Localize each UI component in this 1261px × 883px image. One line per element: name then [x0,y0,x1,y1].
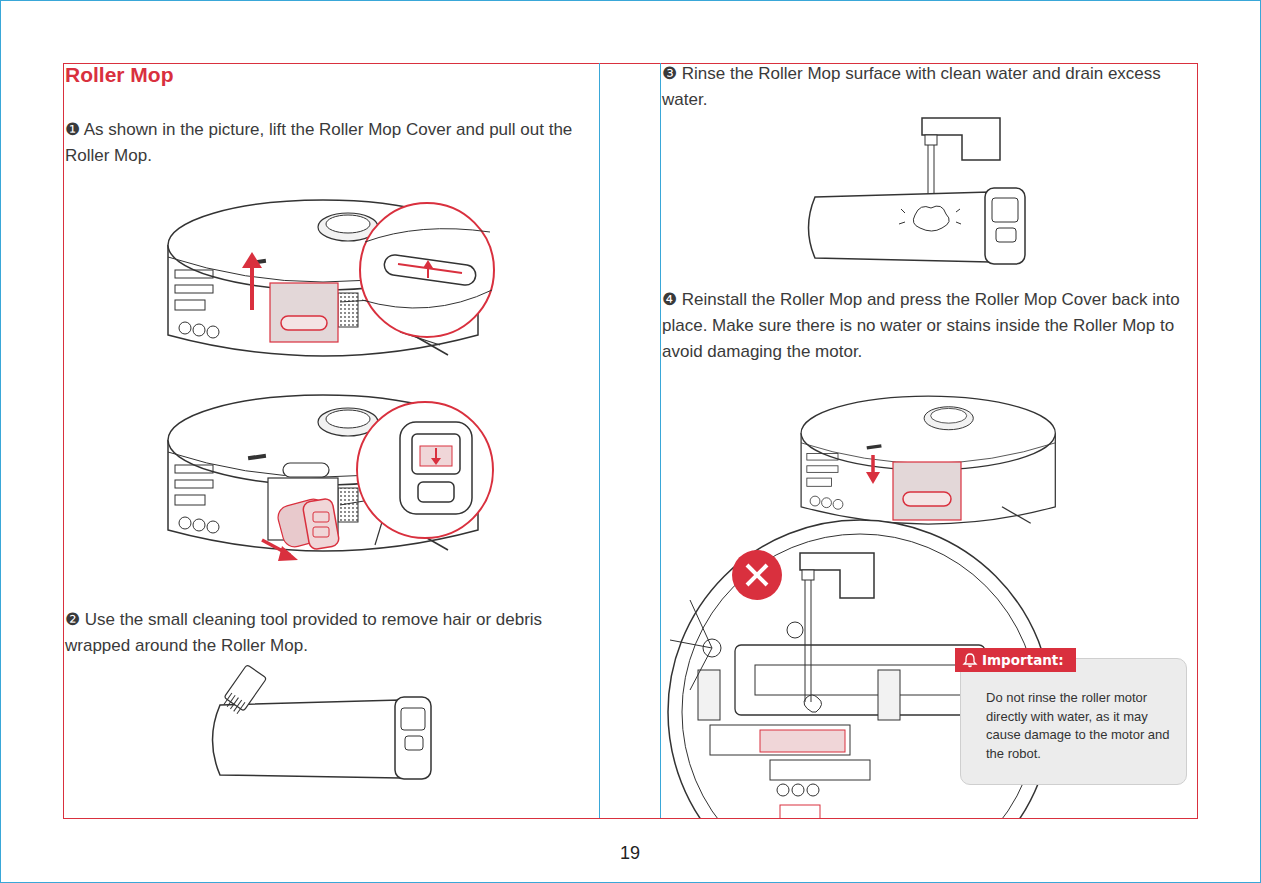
robot-reinstall [801,396,1055,524]
robot-reinstall [871,455,875,474]
prohibited-mark [747,565,767,585]
page-number: 19 [570,840,690,866]
robot-pull-mop [418,482,454,502]
rinse-mop [996,228,1016,242]
robot-pull-mop [400,422,472,514]
robot-underside [770,760,870,780]
important-box: Important:Do not rinse the roller motor … [960,658,1187,785]
rinse-mop [809,118,1026,264]
robot-lift-cover [270,283,338,342]
robot-pull-mop [375,522,382,545]
robot-underside [670,600,712,690]
robot-lift-cover [362,290,492,308]
robot-underside [698,670,720,720]
rinse-mop [809,192,991,262]
robot-lift-cover [360,203,494,337]
roller-mop-brush [224,693,232,704]
robot-pull-mop [412,434,460,474]
page-title: Roller Mop [65,63,174,87]
robot-pull-mop [420,446,452,466]
roller-mop-brush [405,736,423,750]
roller-mop-brush [227,695,235,706]
bell-icon [962,652,978,668]
faucet-underside [800,553,874,702]
roller-mop-brush [237,702,245,713]
robot-underside [780,805,820,818]
roller-mop-brush [401,708,425,730]
rinse-mop [992,198,1018,222]
robot-lift-cover [242,252,262,268]
roller-mop-brush [395,697,431,779]
robot-lift-cover [383,254,477,287]
roller-mop-brush [213,700,401,778]
robot-reinstall [903,492,951,506]
tab-text: Important: [982,652,1064,668]
page-border [64,64,1198,819]
rinse-mop [925,135,937,145]
important-text: Do not rinse the roller motor directly w… [986,689,1176,763]
important-tab: Important: [955,648,1076,672]
roller-mop-brush [224,665,267,712]
robot-reinstall [866,472,880,484]
robot-pull-mop [313,512,329,522]
robot-pull-mop [168,395,493,561]
robot-pull-mop [431,458,441,465]
robot-underside [710,725,850,755]
page-border [660,63,661,818]
faucet-underside [805,580,806,702]
page-border [599,63,600,818]
robot-pull-mop [313,527,329,537]
robot-underside [760,730,845,752]
robot-underside [807,784,819,796]
robot-pull-mop [278,546,298,561]
step-text: ❶ As shown in the picture, lift the Roll… [65,117,600,169]
robot-underside [777,784,789,796]
robot-lift-cover [365,229,490,242]
step-text: ❹ Reinstall the Roller Mop and press the… [662,287,1198,365]
prohibited-mark [732,550,782,600]
robot-lift-cover [281,316,327,330]
robot-underside [735,645,985,715]
robot-reinstall [893,462,961,520]
robot-underside [804,695,822,712]
robot-underside [787,622,803,638]
robot-pull-mop [302,498,340,550]
robot-underside [755,665,965,695]
rinse-mop [913,206,949,231]
robot-lift-cover [168,200,494,356]
robot-lift-cover [250,262,254,310]
robot-underside [792,784,804,796]
prohibited-mark [747,565,767,585]
bell-icon [964,654,976,667]
robot-lift-cover [423,260,433,268]
robot-pull-mop [357,402,493,538]
rinse-mop [985,188,1025,264]
roller-mop-brush [213,665,432,779]
faucet-underside [811,580,812,702]
rinse-mop [899,209,961,224]
robot-underside [878,670,900,720]
roller-mop-brush [230,698,238,709]
roller-mop-brush [234,700,242,711]
faucet-underside [802,570,814,580]
prohibited-mark [732,550,782,600]
robot-reinstall [801,396,1055,524]
robot-pull-mop [283,463,329,477]
roller-mop-brush [221,665,267,716]
step-text: ❸ Rinse the Roller Mop surface with clea… [662,61,1198,113]
step-text: ❷ Use the small cleaning tool provided t… [65,607,600,659]
